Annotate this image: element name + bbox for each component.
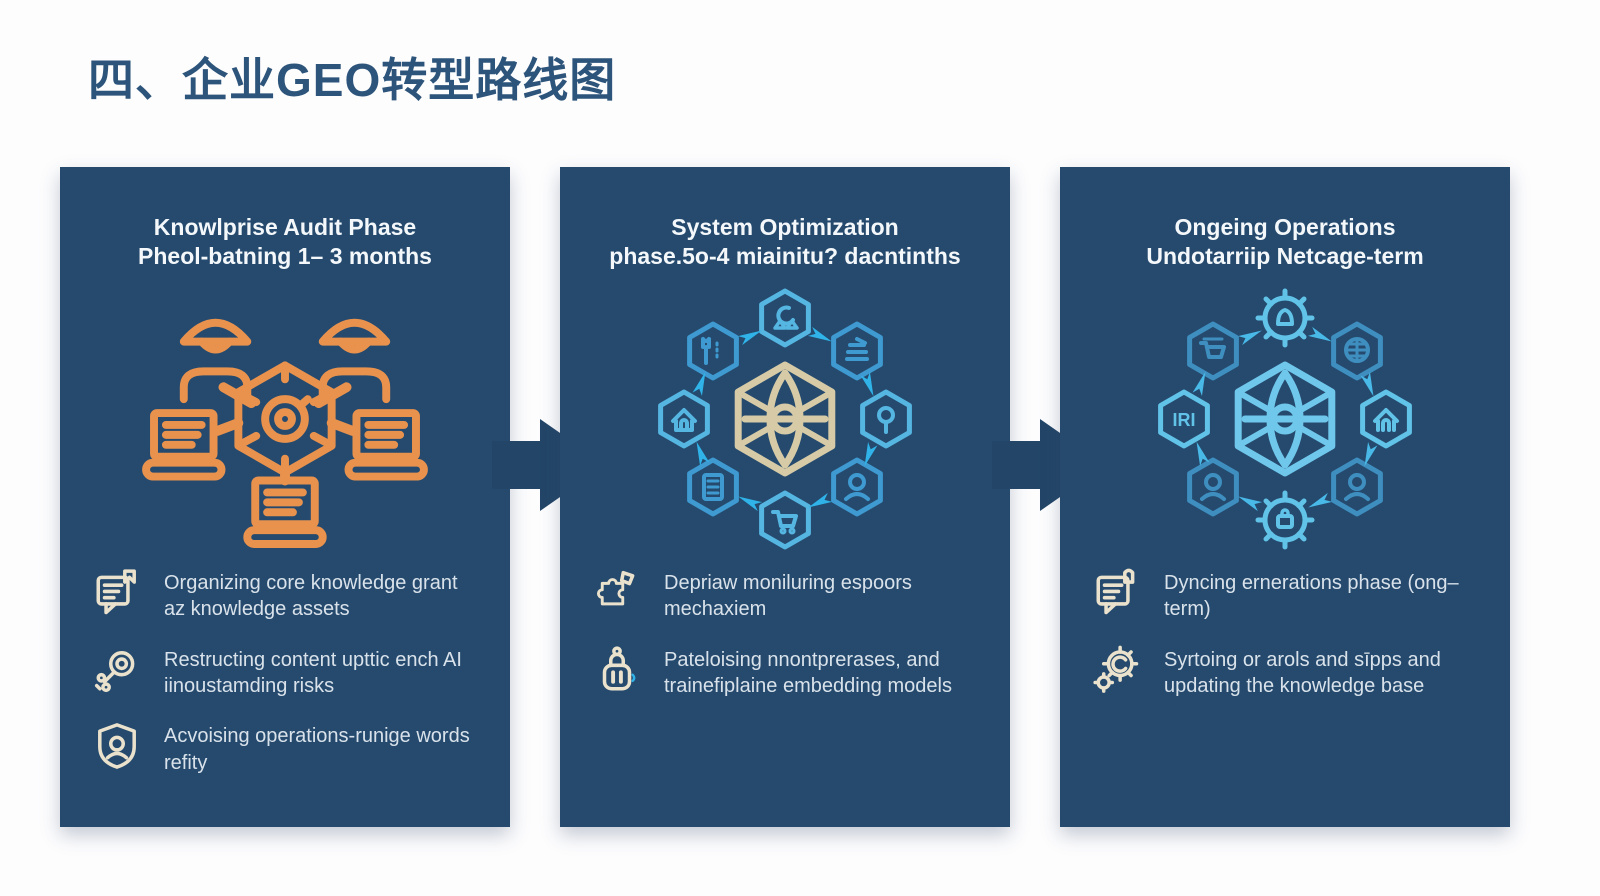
cart-hexagon-icon: [1190, 324, 1237, 378]
hexagon-ring-icon: [625, 288, 945, 550]
bullet-text: Acvoising operations-runige words refity: [164, 725, 470, 774]
globe-hexagon-icon: [734, 361, 836, 477]
arrow-right-icon: [992, 419, 1106, 511]
magnifier-gear-icon: [94, 650, 135, 692]
list-item: Restructing content upttic ench AI iinou…: [92, 643, 478, 700]
layers-hexagon-icon: [834, 324, 881, 378]
panel-system-optimization: System Optimization phase.5o-4 miainitu?…: [560, 167, 1010, 827]
globe-hexagon-icon: [1234, 361, 1336, 477]
puzzle-pieces-icon: [596, 570, 635, 606]
bullet-text: Syrtoing or arols and sīpps and updating…: [1164, 648, 1441, 698]
hexagon-ecosystem-graphic: [560, 288, 1010, 550]
panel-audit-phase: Knowlprise Audit Phase Pheol-batning 1– …: [60, 167, 510, 827]
hexagon-gear-ring-icon: IRI: [1125, 288, 1445, 550]
list-item: Dyncing ernerations phase (ong–term): [1092, 566, 1478, 623]
bullet-text: Organizing core knowledge grant az knowl…: [164, 571, 458, 621]
iri-label: IRI: [1172, 410, 1195, 430]
list-item: Depriaw moniluring espoors mechaxiem: [592, 566, 978, 623]
cart-hexagon-icon: [762, 493, 809, 547]
panel-audit-heading-line1: Knowlprise Audit Phase: [153, 214, 417, 240]
list-item: Syrtoing or arols and sīpps and updating…: [1092, 643, 1478, 700]
document-checklist-icon: [96, 569, 136, 615]
gear-lock-icon: [1258, 493, 1312, 547]
moon-people-hexagon-icon: [762, 291, 809, 345]
panel-operations-bullets: Dyncing ernerations phase (ong–term) Syr…: [1060, 566, 1510, 700]
panel-optimization-bullets: Depriaw moniluring espoors mechaxiem Pat…: [560, 566, 1010, 700]
home-hexagon-icon: [1363, 392, 1410, 446]
person-hexagon-icon: [834, 460, 881, 514]
panel-optimization-heading: System Optimization phase.5o-4 miainitu?…: [560, 213, 1010, 272]
document-pen-icon: [1096, 568, 1135, 615]
panel-operations-heading-line2: Undotarriip Netcage-term: [1146, 243, 1424, 270]
globe-shield-hexagon-icon: [1334, 324, 1381, 378]
list-item: Acvoising operations-runige words refity: [92, 719, 478, 776]
bullet-text: Dyncing ernerations phase (ong–term): [1164, 571, 1459, 621]
bullet-text: Depriaw moniluring espoors mechaxiem: [664, 571, 912, 621]
team-collaboration-network-graphic: [60, 288, 510, 550]
arrow-right-icon: [492, 419, 606, 511]
home-lock-hexagon-icon: [661, 392, 708, 446]
gear-bell-icon: [1258, 291, 1312, 345]
gear-sync-icon: [1093, 645, 1139, 693]
magnifier-hexagon-icon: [863, 392, 910, 446]
panel-audit-heading: Knowlprise Audit Phase Pheol-batning 1– …: [60, 213, 510, 272]
document-hexagon-icon: [690, 460, 737, 514]
panel-optimization-heading-line1: System Optimization: [671, 214, 899, 240]
bullet-text: Pateloising nnontprerases, and trainefip…: [664, 648, 952, 698]
panel-audit-bullets: Organizing core knowledge grant az knowl…: [60, 566, 510, 776]
person-hexagon-icon: [1334, 460, 1381, 514]
panel-audit-heading-line2: Pheol-batning 1– 3 months: [138, 243, 432, 270]
iri-hexagon-icon: IRI: [1161, 392, 1208, 446]
page-title: 四、企业GEO转型路线图: [88, 54, 617, 106]
shield-person-icon: [98, 723, 136, 770]
hexagon-gear-ring-graphic: IRI: [1060, 288, 1510, 550]
team-gear-network-icon: [125, 290, 445, 548]
person-hexagon-icon: [1190, 460, 1237, 514]
bullet-text: Restructing content upttic ench AI iinou…: [164, 648, 462, 698]
list-item: Pateloising nnontprerases, and trainefip…: [592, 643, 978, 700]
panel-ongoing-operations: Ongeing Operations Undotarriip Netcage-t…: [1060, 167, 1510, 827]
lock-pause-icon: [602, 646, 636, 691]
wrench-hexagon-icon: [690, 324, 737, 378]
list-item: Organizing core knowledge grant az knowl…: [92, 566, 478, 623]
panel-operations-heading-line1: Ongeing Operations: [1174, 214, 1396, 240]
panel-optimization-heading-line2: phase.5o-4 miainitu? dacntinths: [609, 243, 961, 270]
panel-operations-heading: Ongeing Operations Undotarriip Netcage-t…: [1060, 213, 1510, 272]
